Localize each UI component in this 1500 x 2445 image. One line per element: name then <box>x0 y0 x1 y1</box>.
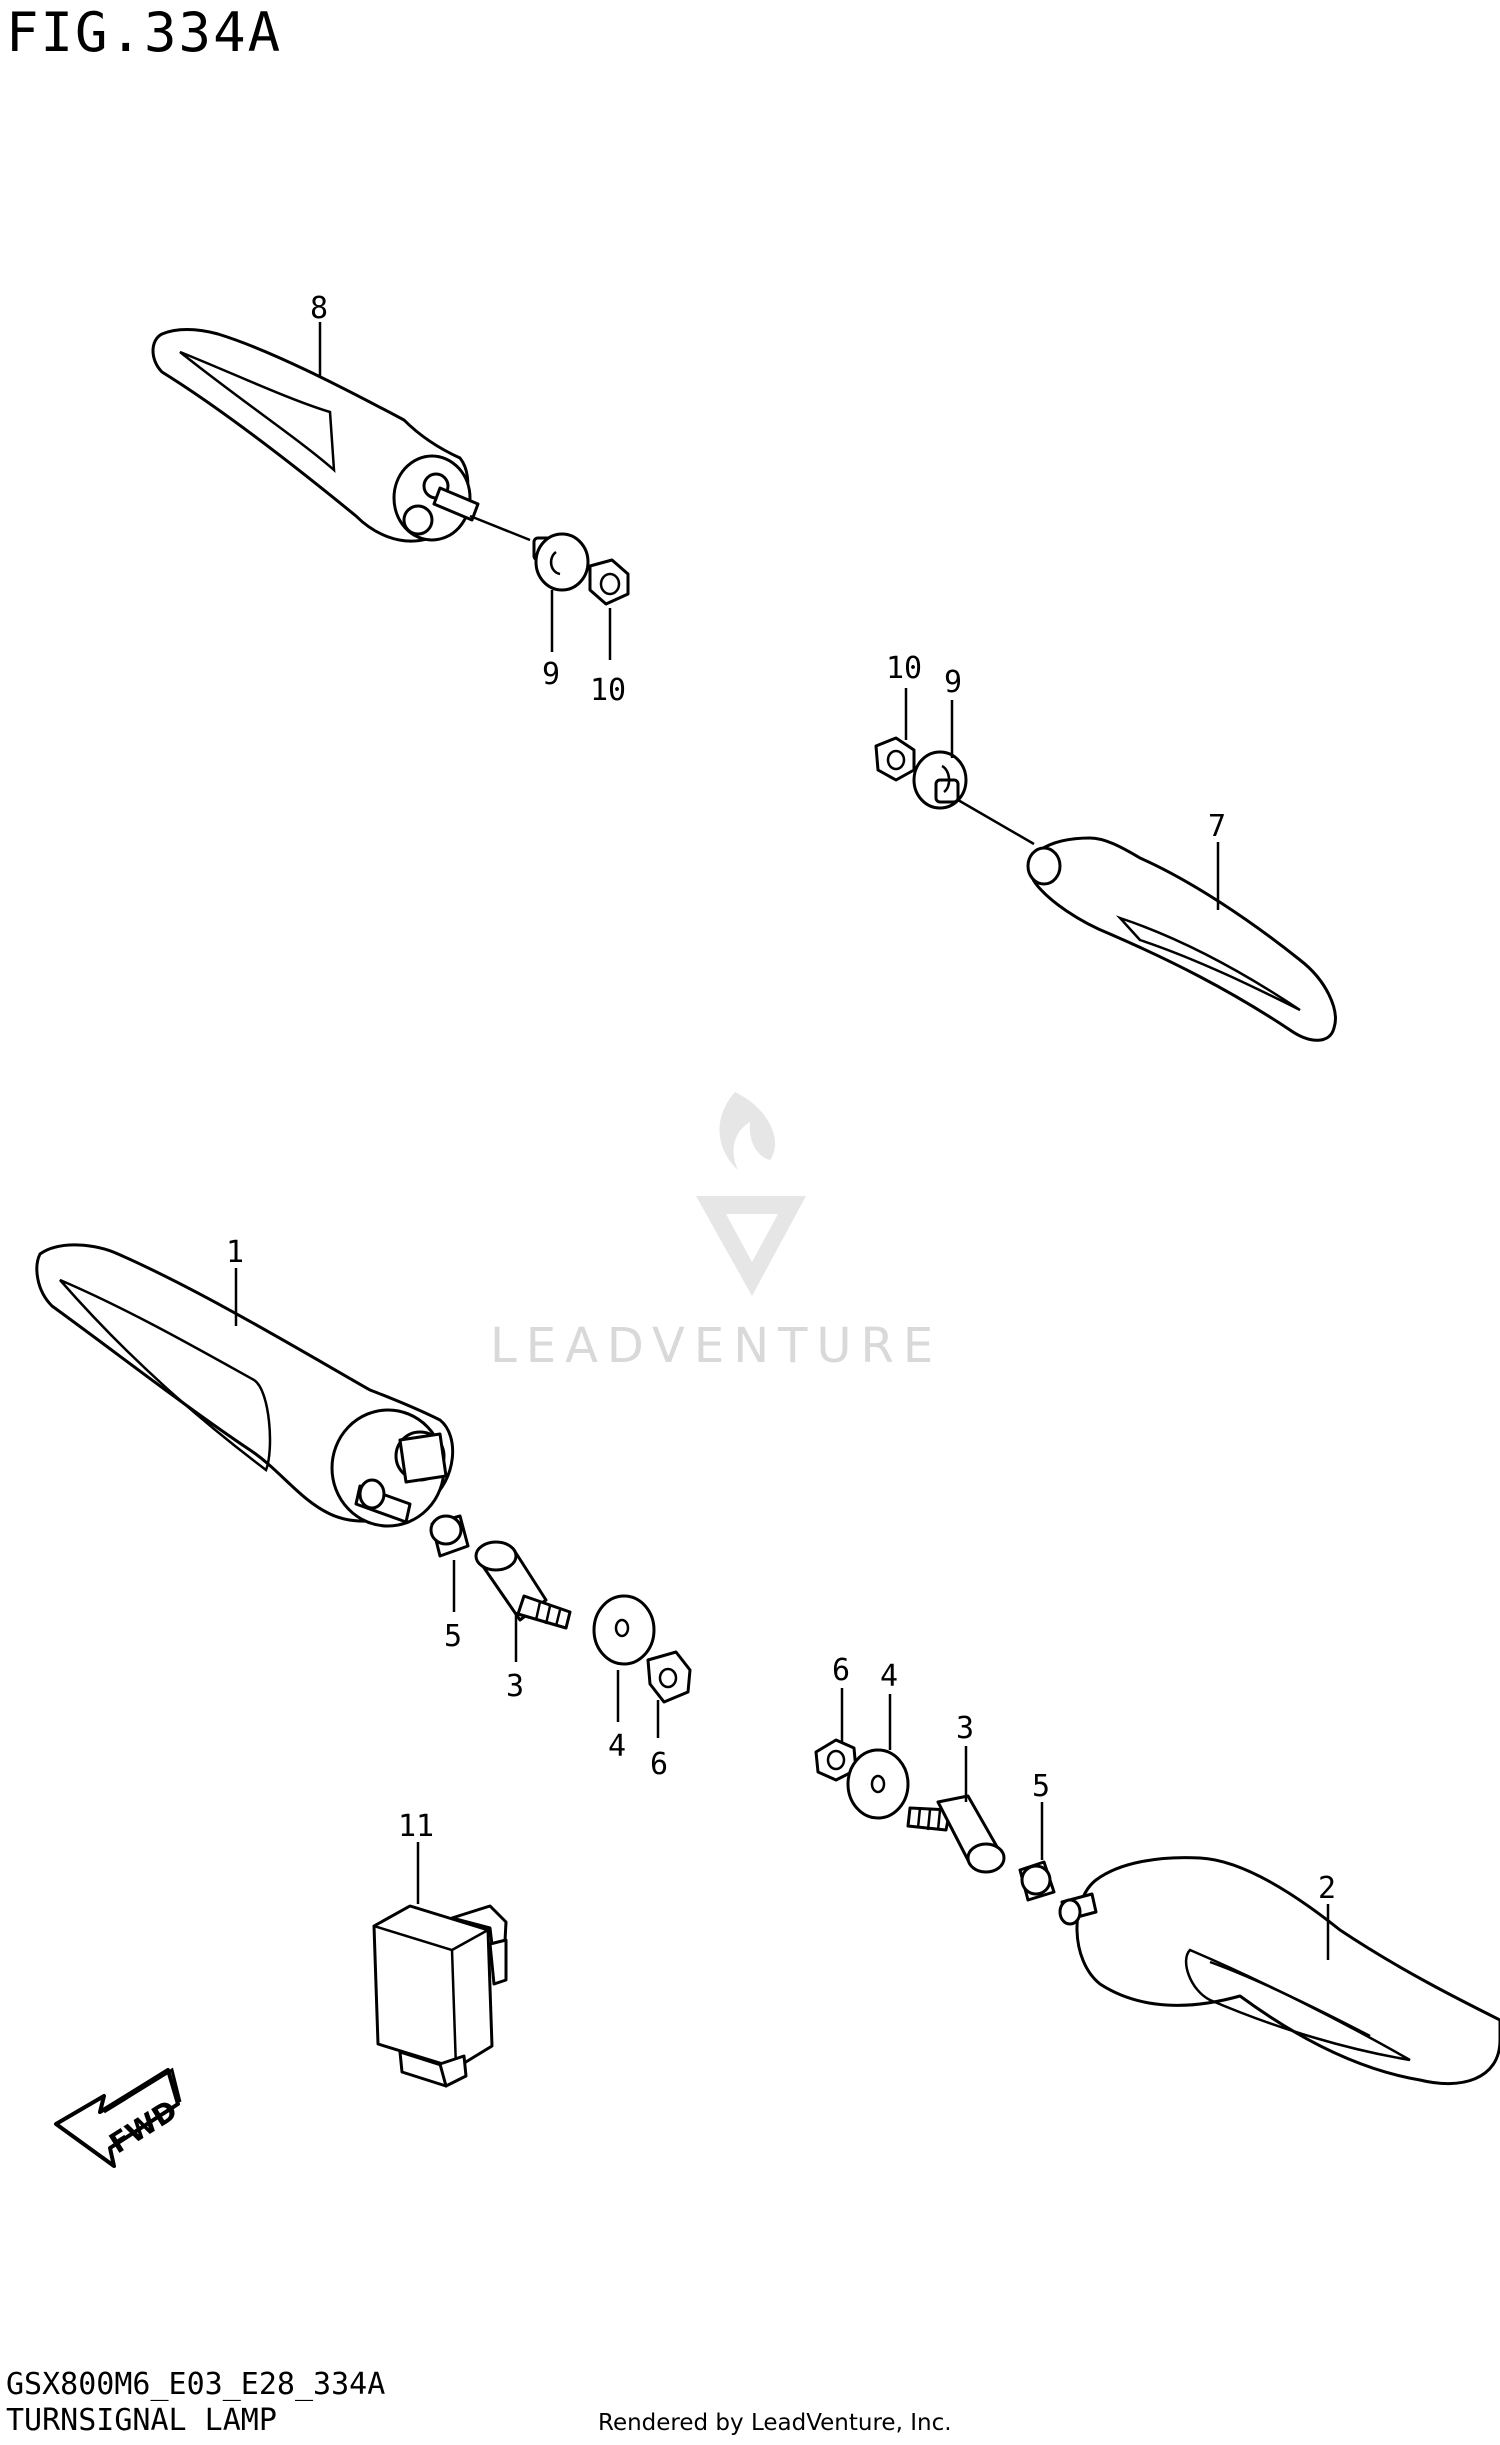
part-2-turnsignal-lamp[interactable] <box>1058 1856 1500 2086</box>
part-3-bolt[interactable] <box>474 1540 572 1630</box>
callout-4: 4 <box>608 1729 626 1764</box>
callout-3: 3 <box>506 1669 524 1704</box>
figure-title: FIG.334A <box>6 1 283 64</box>
part-4-washer-right[interactable] <box>846 1748 910 1820</box>
callout-10: 10 <box>590 673 626 708</box>
callout-2: 2 <box>1318 1871 1336 1906</box>
callout-5: 5 <box>444 1619 462 1654</box>
part-7-turnsignal-lamp[interactable] <box>1026 836 1337 1042</box>
callout-9-right: 9 <box>944 665 962 700</box>
callout-6: 6 <box>650 1747 668 1782</box>
callout-5-right: 5 <box>1032 1769 1050 1804</box>
part-10-nut[interactable] <box>588 558 630 606</box>
callout-8: 8 <box>310 291 328 326</box>
callout-4-right: 4 <box>880 1659 898 1694</box>
fwd-arrow-icon: FWD <box>54 2067 183 2168</box>
part-9-washer[interactable] <box>532 532 590 592</box>
part-5-collar[interactable] <box>429 1514 470 1558</box>
watermark-logo: LEADVENTURE <box>490 1092 942 1374</box>
part-10-nut-right[interactable] <box>874 736 916 782</box>
callout-1: 1 <box>226 1235 244 1270</box>
callout-9: 9 <box>542 657 560 692</box>
callout-3-right: 3 <box>956 1711 974 1746</box>
part-6-nut[interactable] <box>646 1650 692 1704</box>
part-11-relay[interactable] <box>372 1904 508 2088</box>
part-1-turnsignal-lamp[interactable] <box>35 1243 455 1528</box>
callout-6-right: 6 <box>832 1653 850 1688</box>
watermark-text: LEADVENTURE <box>490 1318 942 1374</box>
part-9-washer-right[interactable] <box>912 750 1035 846</box>
callout-10-right: 10 <box>886 651 922 686</box>
callout-11: 11 <box>398 1809 434 1844</box>
callout-7: 7 <box>1208 809 1226 844</box>
part-4-washer[interactable] <box>592 1594 656 1666</box>
render-credit: Rendered by LeadVenture, Inc. <box>598 2410 952 2436</box>
part-8-turnsignal-lamp[interactable] <box>151 328 531 543</box>
part-3-bolt-right[interactable] <box>906 1794 1006 1874</box>
model-code: GSX800M6_E03_E28_334A <box>6 2367 386 2402</box>
section-name: TURNSIGNAL LAMP <box>6 2403 277 2438</box>
part-5-collar-right[interactable] <box>1018 1860 1056 1902</box>
